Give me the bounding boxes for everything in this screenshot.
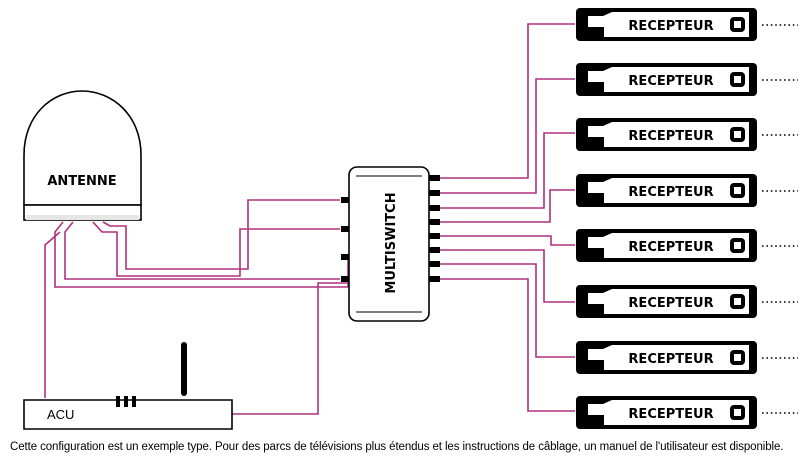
receiver-unit: RECEPTEUR [576,118,798,151]
receiver-face [588,289,749,314]
receiver-slot [588,193,604,203]
receiver-logo-inner [734,76,741,83]
cable-antenna-right-inner [92,221,340,277]
cable-out-5 [440,235,575,246]
cable-out-4 [440,189,575,223]
receiver-slot [588,360,604,370]
receiver-unit: RECEPTEUR [576,229,798,262]
receiver-label: RECEPTEUR [628,352,713,367]
receiver-label: RECEPTEUR [628,129,713,144]
receiver-slot [588,137,604,147]
receiver-unit: RECEPTEUR [576,285,798,318]
receiver-slot [588,27,604,37]
receiver-logo-inner [734,187,741,194]
multiswitch-label: MULTISWITCH [384,192,399,293]
cable-acu-to-multiswitch [232,282,350,415]
multiswitch-output-port [429,190,440,196]
cable-antenna-right-outer [102,199,340,270]
receiver-face [588,122,749,147]
receiver-label: RECEPTEUR [628,240,713,255]
receiver-unit: RECEPTEUR [576,396,798,429]
cable-out-2 [440,78,575,194]
multiswitch-output-ports [429,175,440,282]
receiver-slot [588,248,604,258]
acu-led-2 [124,396,128,407]
receiver-slot [588,82,604,92]
acu-device: ACU [23,342,233,430]
receiver-logo-inner [734,354,741,361]
receiver-face [588,233,749,258]
caption-note: Cette configuration est un exemple type.… [10,441,784,453]
receiver-face [588,67,749,92]
multiswitch-input-port [341,197,349,203]
cable-antenna-left-outer [54,221,349,288]
cable-out-3 [440,132,575,209]
receiver-face [588,12,749,37]
receiver-unit: RECEPTEUR [576,174,798,207]
multiswitch-body [348,166,430,322]
multiswitch-input-port [341,276,349,282]
receiver-label: RECEPTEUR [628,296,713,311]
receiver-group: RECEPTEUR RECEPTEUR RECEPTEUR RECEPTEUR RECE… [576,8,798,429]
multiswitch-input-port [341,226,349,232]
multiswitch-input-port [341,254,349,260]
multiswitch-output-port [429,247,440,253]
cable-out-6 [440,249,575,303]
receiver-label: RECEPTEUR [628,19,713,34]
receiver-logo-inner [734,409,741,416]
antenna-device: ANTENNE [23,90,142,221]
antenna-label: ANTENNE [47,174,116,189]
cable-out-8 [440,278,575,412]
cable-antenna-left-inner [64,221,340,280]
acu-led-1 [116,396,120,407]
multiswitch-output-port [429,276,440,282]
cable-out-1 [440,23,575,179]
receiver-logo-inner [734,242,741,249]
multiswitch-output-port [429,233,440,239]
receiver-unit: RECEPTEUR [576,63,798,96]
antenna-base-bottom [26,215,139,220]
cable-out-7 [440,263,575,358]
receiver-logo-inner [734,298,741,305]
receiver-slot [588,304,604,314]
receiver-label: RECEPTEUR [628,185,713,200]
receiver-label: RECEPTEUR [628,74,713,89]
acu-led-3 [132,396,136,407]
cable-group [44,23,575,415]
multiswitch-output-port [429,219,440,225]
receiver-unit: RECEPTEUR [576,8,798,41]
cable-acu-to-antenna [44,231,61,398]
receiver-face [588,178,749,203]
receiver-logo-inner [734,21,741,28]
multiswitch-output-port [429,261,440,267]
multiswitch-output-port [429,205,440,211]
receiver-face [588,400,749,425]
antenna-dome [23,90,142,206]
acu-antenna-stick [181,342,187,396]
multiswitch-device: MULTISWITCH [341,166,440,322]
multiswitch-input-ports [341,197,349,282]
acu-label: ACU [47,407,74,422]
receiver-unit: RECEPTEUR [576,341,798,374]
receiver-face [588,345,749,370]
receiver-label: RECEPTEUR [628,407,713,422]
receiver-logo-inner [734,131,741,138]
receiver-slot [588,415,604,425]
multiswitch-output-port [429,175,440,181]
